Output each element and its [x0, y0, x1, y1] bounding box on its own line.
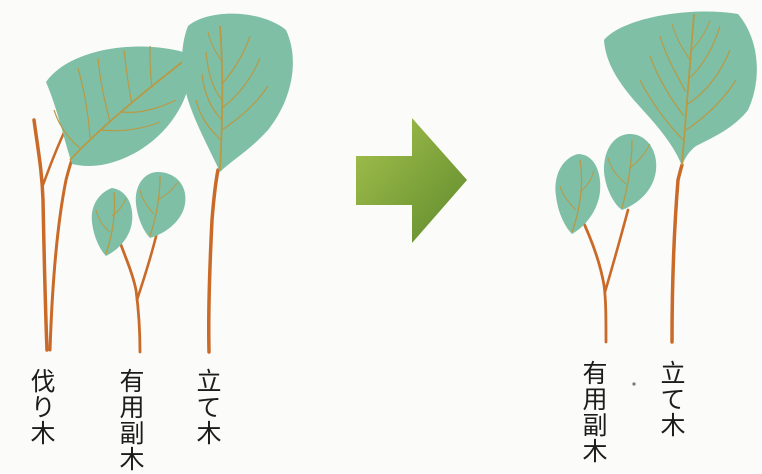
- cut-tree-stem: [34, 120, 47, 350]
- label-useful-sub-tree-before: 有用副木: [117, 368, 144, 472]
- sub-leaf-left-b: [136, 172, 186, 238]
- sub-leaf-right-a: [555, 154, 600, 234]
- main-leaf-left: [182, 14, 293, 172]
- label-main-tree-before: 立て木: [194, 368, 221, 446]
- small-dot: [632, 382, 635, 385]
- label-main-tree-after: 立て木: [658, 360, 685, 438]
- useful-sub-tree-right: [555, 134, 656, 342]
- before-group: [34, 14, 293, 352]
- main-tree-left: [182, 14, 293, 352]
- after-group: [555, 12, 756, 386]
- useful-sub-tree-left: [92, 172, 186, 352]
- label-useful-sub-tree-after: 有用副木: [580, 360, 607, 464]
- label-cut-tree: 伐り木: [28, 368, 55, 446]
- cut-tree-leaf: [46, 47, 191, 166]
- right-arrow-icon: [356, 118, 467, 243]
